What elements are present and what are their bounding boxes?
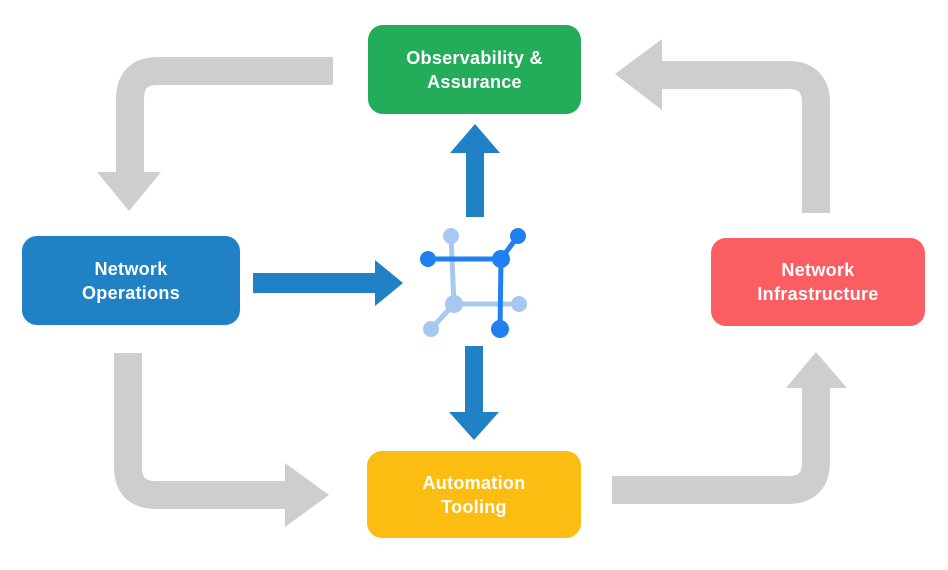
hub-icon-light-node [511, 296, 527, 312]
hub-icon-light-node [443, 228, 459, 244]
node-observability-assurance: Observability & Assurance [368, 25, 581, 114]
flow-arrow-hub-to-automation [449, 346, 499, 440]
cycle-arrow-infrastructure-to-observability [615, 39, 830, 213]
cycle-arrow-head [97, 172, 161, 211]
cycle-arrow-observability-to-operations [97, 57, 333, 211]
node-label: Network Operations [81, 258, 181, 303]
cycle-arrow-operations-to-automation [114, 353, 329, 527]
hub-icon-dark-node [420, 251, 436, 267]
network-hub-icon [420, 228, 527, 338]
cycle-arrow-shaft [116, 57, 333, 173]
hub-icon-dark-node [510, 228, 526, 244]
hub-icon-light-node [423, 321, 439, 337]
node-label: Observability & Assurance [406, 47, 543, 92]
cycle-arrow-head [786, 352, 847, 388]
cycle-arrow-head [285, 463, 329, 527]
node-network-infrastructure: Network Infrastructure [711, 238, 925, 326]
hub-icon-dark-node [491, 320, 509, 338]
hub-icon-light-node [445, 295, 463, 313]
node-label: Automation Tooling [422, 472, 526, 517]
node-automation-tooling: Automation Tooling [367, 451, 581, 538]
cycle-arrow-automation-to-infrastructure [612, 352, 847, 504]
flow-arrow-head [375, 260, 403, 306]
cycle-arrow-shaft [114, 353, 286, 509]
flow-arrow-head [449, 412, 499, 440]
node-network-operations: Network Operations [22, 236, 240, 325]
cycle-arrow-shaft [661, 61, 830, 213]
node-label: Network Infrastructure [757, 260, 879, 304]
cycle-arrow-head [615, 39, 662, 110]
cycle-arrow-shaft [612, 388, 830, 504]
flow-arrow-hub-to-observability [450, 124, 500, 217]
hub-icon-dark-node [492, 250, 510, 268]
flow-arrow-operations-to-hub [253, 260, 403, 306]
flow-arrow-head [450, 124, 500, 153]
